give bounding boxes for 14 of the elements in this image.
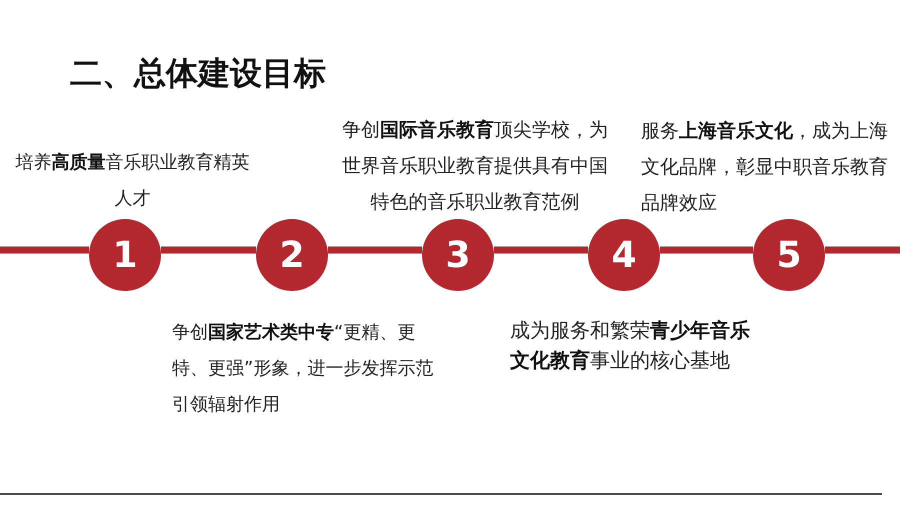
goal-text: 培养高质量音乐职业教育精英人才 xyxy=(15,151,250,211)
number-circle: 2 xyxy=(256,219,328,291)
number-circle: 3 xyxy=(422,219,494,291)
number-circle: 4 xyxy=(588,219,660,291)
number-circle: 1 xyxy=(89,219,161,291)
connector-line xyxy=(660,246,753,254)
goal-text: 成为服务和繁荣青少年音乐文化教育事业的核心基地 xyxy=(510,317,751,374)
goal-text: 争创国际音乐教育顶尖学校，为世界音乐职业教育提供具有中国特色的音乐职业教育范例 xyxy=(341,118,609,215)
title: 二、总体建设目标 xyxy=(70,53,326,94)
goal-text: 争创国家艺术类中专“更精、更特、更强”形象，进一步发挥示范引领辐射作用 xyxy=(172,321,434,417)
goal-text: 服务上海音乐文化，成为上海文化品牌，彰显中职音乐教育品牌效应 xyxy=(641,119,889,216)
connector-line xyxy=(494,246,588,254)
connector-line xyxy=(161,246,256,254)
number-circle: 5 xyxy=(753,219,825,291)
